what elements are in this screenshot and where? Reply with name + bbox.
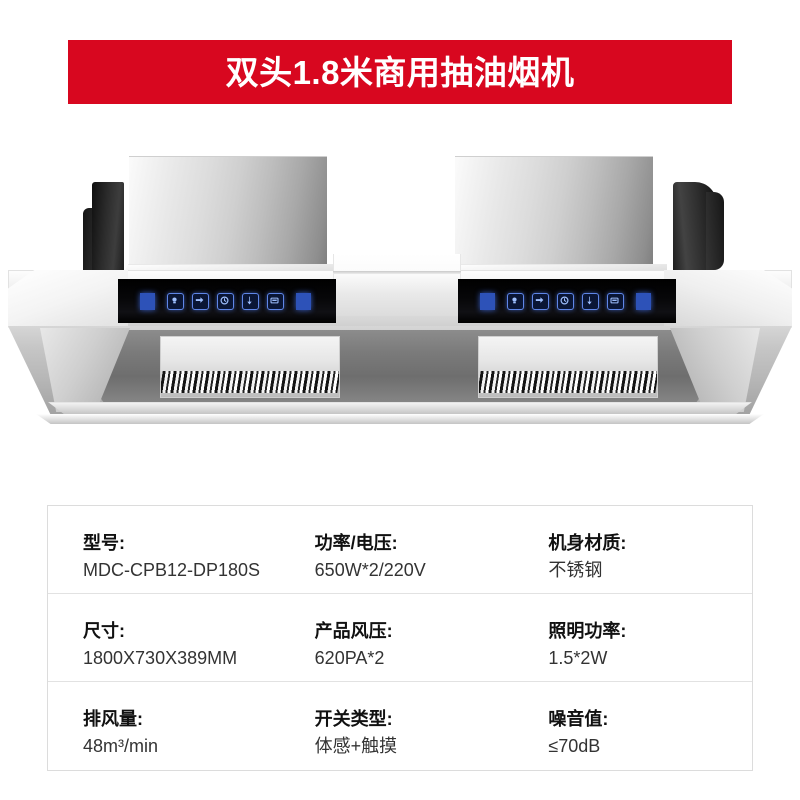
display-panel-icon[interactable]: [267, 292, 284, 310]
spec-label: 照明功率:: [548, 620, 627, 641]
title-banner: 双头1.8米商用抽油烟机: [68, 40, 732, 104]
spec-cell-air-volume: 排风量: 48m³/min: [48, 682, 287, 770]
spec-cell-air-pressure: 产品风压: 620PA*2: [287, 594, 519, 681]
spec-label: 型号:: [83, 532, 125, 553]
arrow-out-icon[interactable]: [532, 292, 549, 310]
center-connector-panel: [333, 254, 461, 316]
filter-louvers: [161, 371, 339, 393]
specification-table: 型号: MDC-CPB12-DP180S 功率/电压: 650W*2/220V …: [47, 505, 753, 771]
filter-louvers: [479, 371, 657, 393]
control-panel-left[interactable]: [118, 279, 336, 323]
spec-cell-model: 型号: MDC-CPB12-DP180S: [48, 506, 287, 593]
spec-label: 开关类型:: [314, 709, 393, 729]
table-row: 型号: MDC-CPB12-DP180S 功率/电压: 650W*2/220V …: [48, 506, 752, 594]
table-row: 排风量: 48m³/min 开关类型: 体感+触摸 噪音值: ≤70dB: [48, 682, 752, 770]
product-image: [0, 130, 800, 440]
grease-filter-left: [160, 336, 340, 398]
clock-icon[interactable]: [217, 292, 234, 310]
blower-housing-left: [92, 182, 124, 282]
arrow-out-icon[interactable]: [192, 292, 209, 310]
spec-cell-switch-type: 开关类型: 体感+触摸: [287, 682, 519, 770]
table-row: 尺寸: 1800X730X389MM 产品风压: 620PA*2 照明功率: 1…: [48, 594, 752, 682]
spec-value: MDC-CPB12-DP180S: [83, 559, 261, 580]
blower-housing-right-cap: [706, 192, 724, 270]
spec-label: 机身材质:: [548, 532, 627, 553]
spec-value: 1.5*2W: [548, 647, 608, 668]
spec-label: 排风量:: [83, 709, 143, 729]
spec-cell-noise-level: 噪音值: ≤70dB: [518, 682, 752, 770]
spec-value: 不锈钢: [548, 559, 603, 580]
control-icon-row-left: [167, 292, 284, 310]
light-bulb-icon[interactable]: [507, 292, 524, 310]
solid-square-indicator-icon: [296, 292, 311, 310]
spec-label: 产品风压:: [314, 620, 393, 641]
spec-value: 620PA*2: [314, 647, 385, 668]
control-icon-row-right: [507, 292, 624, 310]
spec-cell-body-material: 机身材质: 不锈钢: [518, 506, 752, 593]
spec-cell-dimensions: 尺寸: 1800X730X389MM: [48, 594, 287, 681]
clock-icon[interactable]: [557, 292, 574, 310]
grease-filter-right: [478, 336, 658, 398]
center-connector-lip: [333, 271, 461, 274]
spec-label: 尺寸:: [83, 620, 125, 641]
spec-cell-power-voltage: 功率/电压: 650W*2/220V: [287, 506, 519, 593]
spec-value: 1800X730X389MM: [83, 647, 238, 668]
solid-square-indicator-icon: [480, 292, 495, 310]
display-panel-icon[interactable]: [607, 292, 624, 310]
fan-arrow-icon[interactable]: [582, 292, 599, 310]
chimney-stack-left: [129, 156, 327, 276]
spec-value: ≤70dB: [548, 736, 601, 756]
spec-label: 功率/电压:: [314, 532, 398, 553]
light-bulb-icon[interactable]: [167, 292, 184, 310]
spec-value: 48m³/min: [83, 736, 159, 756]
page-title: 双头1.8米商用抽油烟机: [225, 53, 575, 91]
fan-arrow-icon[interactable]: [242, 292, 259, 310]
spec-value: 体感+触摸: [314, 736, 398, 756]
spec-value: 650W*2/220V: [314, 559, 426, 580]
solid-square-indicator-icon: [140, 292, 155, 310]
hood-body-edge-left: [8, 270, 128, 328]
control-panel-right[interactable]: [458, 279, 676, 323]
hood-body-edge-right: [664, 270, 792, 328]
spec-cell-lighting-power: 照明功率: 1.5*2W: [518, 594, 752, 681]
solid-square-indicator-icon: [636, 292, 651, 310]
grease-trough-rim: [36, 414, 764, 424]
chimney-stack-right: [455, 156, 653, 276]
spec-label: 噪音值:: [548, 709, 609, 729]
